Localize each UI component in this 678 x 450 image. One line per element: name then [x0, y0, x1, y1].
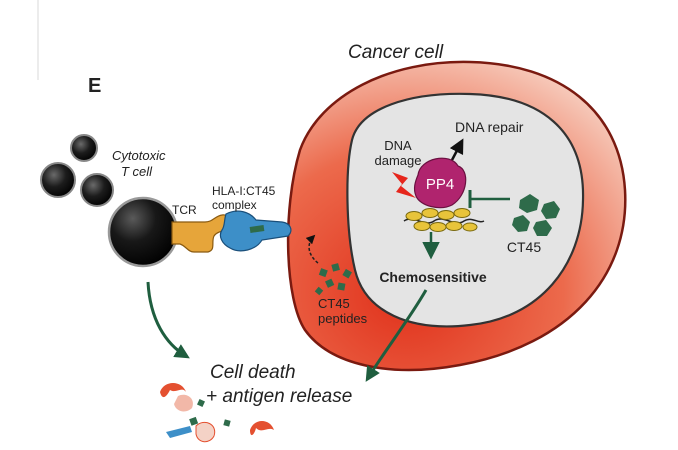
t-cell-small-1: [70, 134, 98, 162]
hla-label-line2: complex: [212, 198, 257, 212]
dna-damage-label-line1: DNA: [384, 138, 412, 153]
panel-letter: E: [88, 75, 101, 97]
outcome-line1: Cell death: [210, 362, 296, 383]
chromatin-icon: [403, 208, 485, 232]
ct45-peptides-label-line1: CT45: [318, 296, 350, 311]
pp4-protein: [413, 157, 467, 209]
cancer-cell-label: Cancer cell: [348, 42, 444, 63]
hla-label-line1: HLA-I:CT45: [212, 184, 276, 198]
t-cell-group: Cytotoxic T cell: [40, 134, 179, 268]
chemosensitive-label: Chemosensitive: [379, 269, 487, 285]
dna-repair-arrow: [449, 138, 464, 161]
t-cell-label-line2: T cell: [121, 164, 153, 179]
t-cell-small-2: [40, 162, 76, 198]
tcell-to-death-arrow: [146, 281, 190, 359]
tcr-label: TCR: [172, 203, 197, 217]
ct45-peptides-label-line2: peptides: [318, 311, 368, 326]
pp4-label: PP4: [426, 176, 454, 193]
dna-repair-label: DNA repair: [455, 119, 524, 135]
lightning-icon: [392, 172, 416, 198]
t-cell-small-3: [80, 173, 114, 207]
peptide-transport-arrow: [305, 234, 319, 264]
ct45-label: CT45: [507, 239, 541, 255]
presented-peptide: [249, 225, 265, 233]
ct45-peptides-icon: [314, 263, 352, 296]
outcome-line2: + antigen release: [206, 386, 352, 407]
t-cell-main: [107, 196, 179, 268]
cell-debris-icon: [160, 383, 274, 443]
tcr-receptor: [171, 214, 231, 253]
t-cell-label-line1: Cytotoxic: [112, 148, 166, 163]
tcr-hla-synapse: [171, 210, 292, 253]
dna-damage-label-line2: damage: [375, 153, 422, 168]
nucleus-to-death-arrow: [365, 289, 428, 382]
ct45-cluster-icon: [512, 194, 560, 236]
